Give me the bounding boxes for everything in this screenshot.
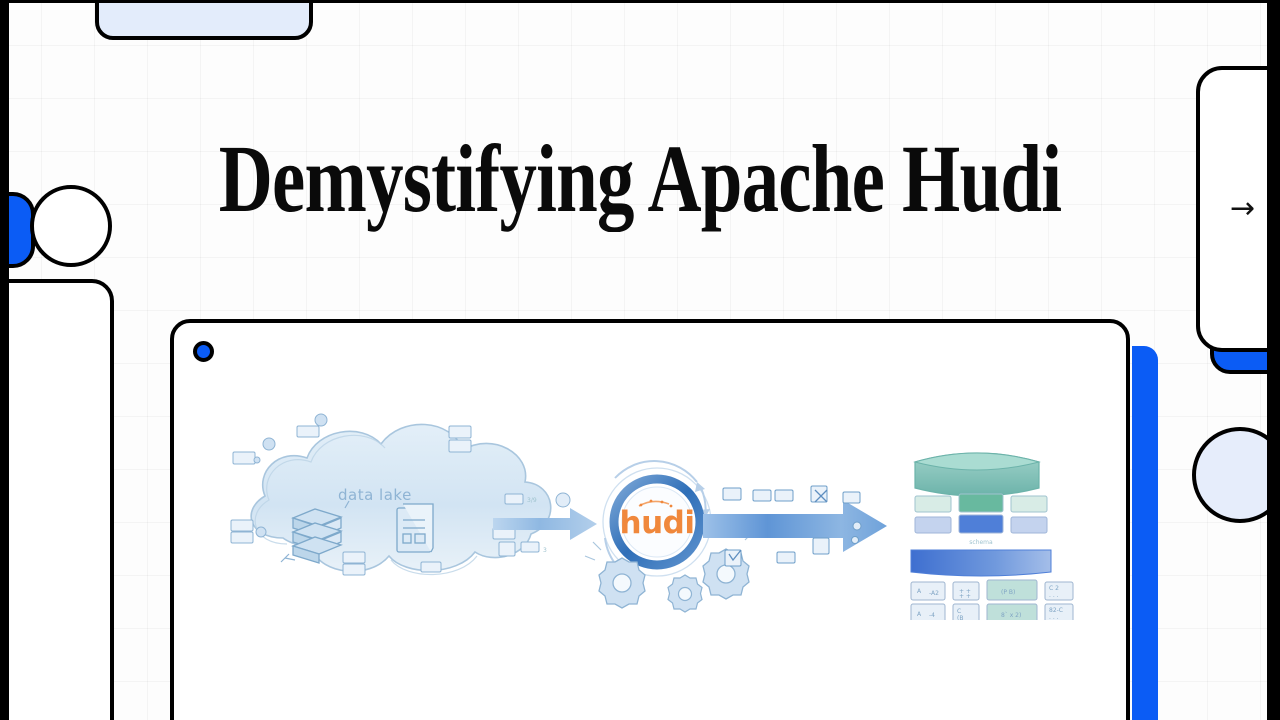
svg-text:. . .: . . . [1049,614,1059,620]
svg-text:8` x 2): 8` x 2) [1001,612,1021,619]
data-lake-label: data lake [338,486,412,504]
next-button[interactable]: → [1196,66,1280,352]
left-circle[interactable] [30,185,112,267]
top-tab[interactable] [95,0,313,40]
svg-text:A: A [917,611,922,618]
left-arrow: 3/9 3 [493,492,597,557]
svg-text:+ +: + + [959,588,971,595]
arrow-right-icon: → [1230,191,1256,226]
database-stack: schema A -A2 + ++ + (P B) [910,452,1074,620]
svg-text:A: A [917,588,922,595]
svg-text:C 2: C 2 [1049,585,1059,592]
cloud-group: data lake [230,413,552,576]
server-rack-icon [291,508,343,564]
gear-large-left [598,557,646,609]
svg-text:(P B): (P B) [1001,589,1015,596]
svg-text:. . .: . . . [1049,592,1059,599]
cloud-tag-group [230,413,516,576]
svg-text:3/9: 3/9 [527,497,537,504]
frame-edge-left [0,0,9,720]
svg-text:+ +: + + [959,593,971,600]
frame-edge-top [0,0,1280,3]
hudi-logo-text: hudi [620,505,695,541]
left-panel [0,279,114,720]
svg-text:82-C: 82-C [1049,607,1063,614]
right-circle[interactable] [1192,427,1280,523]
gear-small-center [667,574,703,613]
frame-edge-right [1267,0,1280,720]
database-label: schema [969,539,993,546]
main-card-shadow [1132,346,1158,720]
svg-text:(B: (B [957,615,963,620]
svg-text:-A2: -A2 [929,590,939,597]
file-icon [396,503,434,553]
svg-text:-4: -4 [929,612,935,619]
page-title: Demystifying Apache Hudi [218,125,1062,232]
hudi-architecture-illustration: data lake [225,410,1075,620]
svg-text:3: 3 [543,547,547,554]
card-status-dot [193,341,214,362]
right-arrow [703,485,887,567]
svg-text:C: C [957,608,961,615]
